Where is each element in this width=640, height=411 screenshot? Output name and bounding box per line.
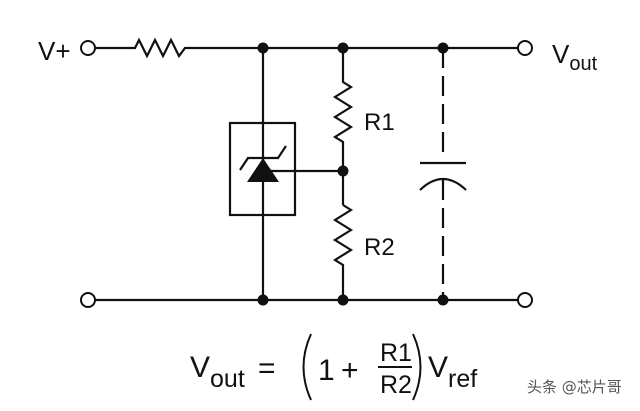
node-dot [337,42,349,54]
r2-label: R2 [364,234,395,261]
svg-text:Vref: Vref [428,351,477,393]
watermark: 头条 @芯片哥 [527,378,622,396]
capacitor-plate-bottom [419,177,467,191]
terminal-ground-right [517,292,533,308]
node-dot [257,294,269,306]
resistor-r1 [332,48,354,205]
vout-label: Vout [552,39,598,75]
zener-diode-triangle [247,158,279,182]
svg-text:1: 1 [318,354,335,387]
node-dot [337,165,349,177]
svg-text:R1: R1 [380,339,412,367]
output-voltage-formula: Vout = 1 + R1 R2 Vref [190,333,477,401]
node-dot [437,42,449,54]
node-dot [257,42,269,54]
terminal-vout [517,40,533,56]
node-dot [337,294,349,306]
top-wire-left [95,37,518,59]
resistor-r2 [332,204,354,300]
svg-text:Vout: Vout [190,351,245,393]
vplus-label: V+ [38,36,71,66]
r1-label: R1 [364,109,395,136]
svg-text:+: + [341,354,359,387]
terminal-ground-left [80,292,96,308]
svg-text:R2: R2 [380,371,412,399]
svg-text:=: = [258,352,276,385]
reference-box [228,121,297,217]
node-dot [437,294,449,306]
terminal-vplus [80,40,96,56]
